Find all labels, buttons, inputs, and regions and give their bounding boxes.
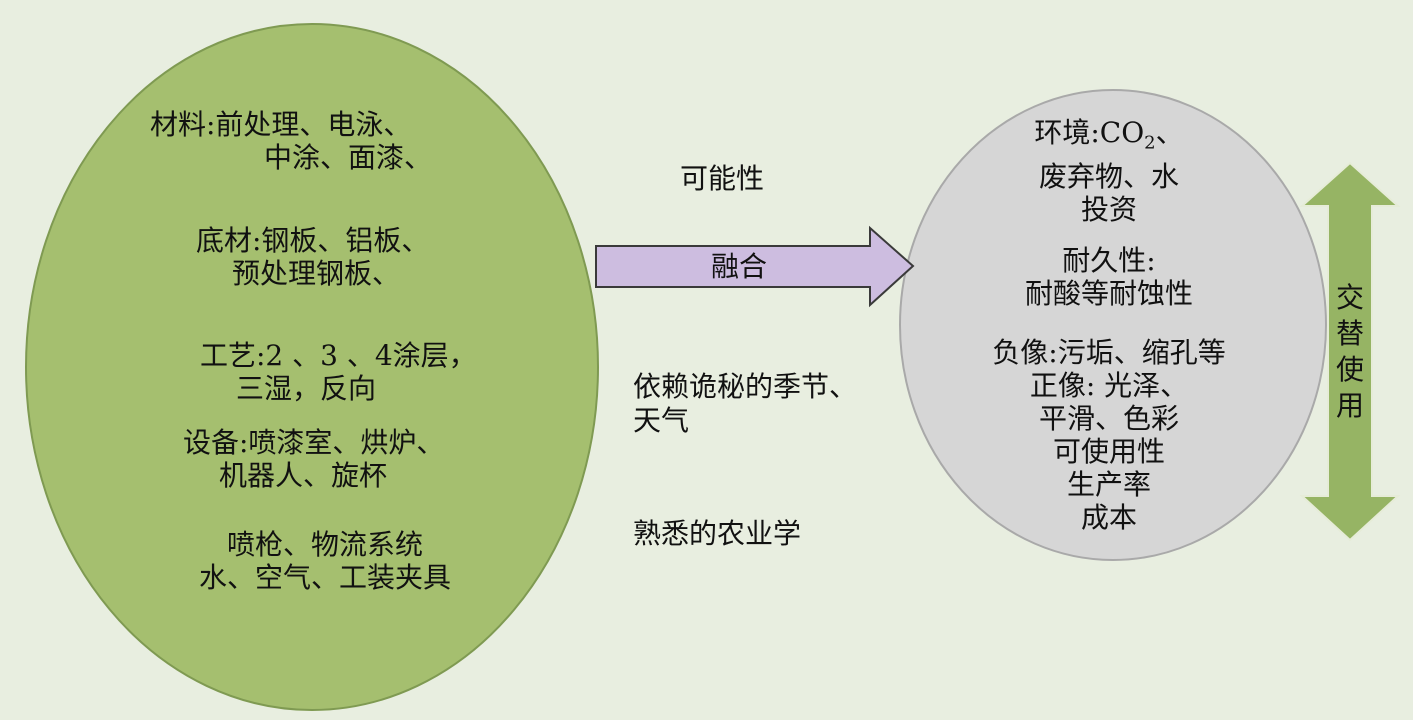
alternate-use-double-arrow [1299,161,1401,542]
durability-group: 耐久性: 耐酸等耐蚀性 [966,244,1252,310]
durability-line-1: 耐久性: [1062,244,1156,277]
weather-line-2: 天气 [633,404,690,437]
substrate-line-1: 底材:钢板、铝板、 [196,224,430,257]
materials-line-2: 中涂、面漆、 [264,141,433,174]
process-group: 工艺:2 、3 、4涂层， 三湿，反向 [200,339,510,405]
environment-line-2: 废弃物、水 [1038,159,1179,193]
quality-line-2: 正像: 光泽、 [1029,369,1189,402]
co2-subscript: 2 [1144,132,1156,154]
quality-line-4: 可使用性 [1052,435,1165,468]
quality-group: 负像:污垢、缩孔等 正像: 光泽、 平滑、色彩 可使用性 生产率 成本 [966,336,1252,534]
materials-group: 材料:前处理、电泳、 中涂、面漆、 [150,108,460,174]
alternate-use-char-1: 交 [1335,281,1364,314]
alternate-use-label: 交 替 使 用 [1332,280,1368,424]
quality-line-1: 负像:污垢、缩孔等 [992,336,1226,369]
tools-group: 喷枪、物流系统 水、空气、工装夹具 [170,528,480,594]
environment-suffix: 、 [1155,116,1184,149]
weather-line-1: 依赖诡秘的季节、 [633,370,858,403]
environment-line-3: 投资 [1080,192,1137,226]
fusion-arrow-label: 融合 [711,250,768,283]
quality-line-3: 平滑、色彩 [1038,402,1179,435]
durability-line-2: 耐酸等耐蚀性 [1024,277,1193,310]
equipment-line-2: 机器人、旋杯 [219,459,388,492]
alternate-use-char-3: 使 [1335,353,1364,386]
tools-line-1: 喷枪、物流系统 [226,528,423,561]
quality-line-6: 成本 [1080,501,1137,534]
substrate-group: 底材:钢板、铝板、 预处理钢板、 [196,224,506,290]
process-line-2: 三湿，反向 [236,372,377,405]
environment-group: 环境:CO2、 废弃物、水 投资 [966,116,1252,226]
fusion-arrow [595,225,915,308]
tools-line-2: 水、空气、工装夹具 [198,561,451,594]
environment-prefix: 环境:CO [1034,116,1145,149]
equipment-group: 设备:喷漆室、烘炉、 机器人、旋杯 [183,426,493,492]
alternate-use-char-4: 用 [1335,389,1364,422]
quality-line-5: 生产率 [1066,468,1151,501]
substrate-line-2: 预处理钢板、 [232,257,401,290]
alternate-use-char-2: 替 [1335,317,1364,350]
right-circle [899,89,1327,561]
materials-line-1: 材料:前处理、电泳、 [150,108,412,141]
agronomy-label: 熟悉的农业学 [633,517,802,550]
left-ellipse [25,23,599,711]
possibility-label: 可能性 [680,162,765,195]
equipment-line-1: 设备:喷漆室、烘炉、 [183,426,445,459]
environment-line-1: 环境:CO2、 [966,116,1252,160]
process-line-1: 工艺:2 、3 、4涂层， [200,339,477,372]
